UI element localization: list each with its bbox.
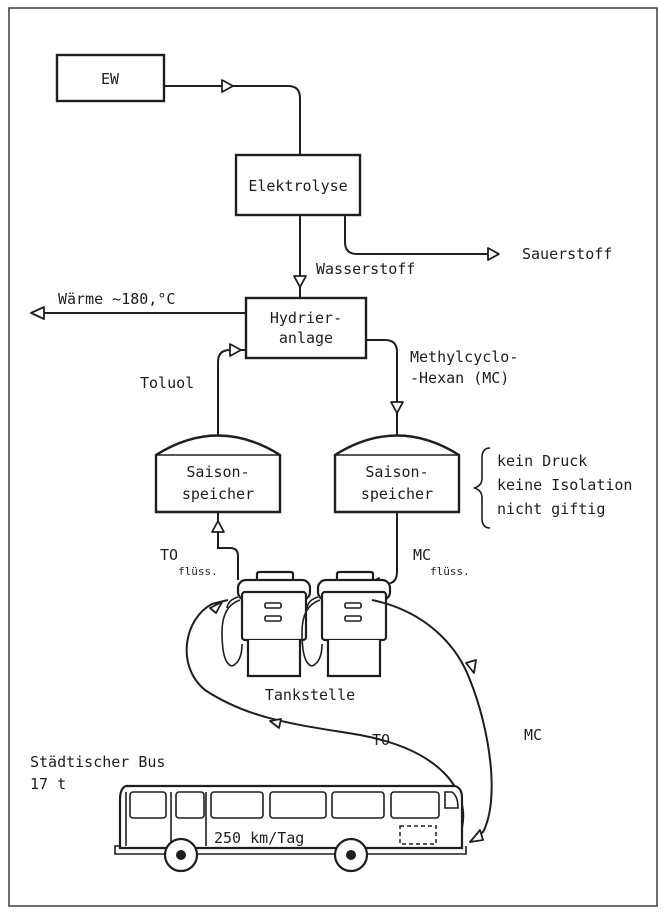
bus-distance-label: 250 km/Tag bbox=[214, 829, 304, 847]
bus-window-3 bbox=[210, 791, 264, 819]
to-return-arrowhead-2 bbox=[209, 601, 223, 614]
bus-window-4 bbox=[269, 791, 327, 819]
pump-mc-hose bbox=[301, 599, 323, 667]
pump-mc-window-1 bbox=[344, 602, 362, 609]
pump-mc-window-2 bbox=[344, 615, 362, 622]
note-line1: kein Druck bbox=[497, 452, 587, 470]
to-return-label: TO bbox=[372, 731, 390, 749]
fuel-pump-mc-icon bbox=[301, 570, 392, 678]
ew-node: EW bbox=[55, 53, 166, 103]
note-line3: nicht giftig bbox=[497, 500, 605, 518]
sauerstoff-line bbox=[344, 215, 488, 255]
speicher-right-label-line2: speicher bbox=[361, 485, 433, 503]
bus-label-line2: 17 t bbox=[30, 775, 66, 793]
to-return-arrowhead-1 bbox=[269, 718, 282, 729]
mc-return-line bbox=[371, 599, 493, 843]
to-return-line bbox=[185, 599, 465, 829]
saisonspeicher-left-node: Saison- speicher bbox=[154, 434, 282, 514]
elektrolyse-label: Elektrolyse bbox=[248, 177, 347, 195]
notes-brace bbox=[473, 447, 491, 529]
bus-label-line1: Städtischer Bus bbox=[30, 753, 165, 771]
figure-frame bbox=[8, 7, 658, 907]
bus-icon: 250 km/Tag bbox=[114, 784, 467, 873]
to-fluess-line bbox=[217, 512, 239, 580]
bus-window-2 bbox=[175, 791, 205, 819]
tankstelle-node: Tankstelle bbox=[221, 570, 392, 704]
to-fluess-sub: flüss. bbox=[178, 565, 218, 578]
waerme-label: Wärme ~180,°C bbox=[58, 290, 175, 308]
pump-mc-base bbox=[326, 640, 382, 678]
ew-box bbox=[55, 53, 166, 103]
pump-to-window-2 bbox=[264, 615, 282, 622]
saisonspeicher-right-node: Saison- speicher bbox=[333, 434, 461, 514]
mch-label-line2: -Hexan (MC) bbox=[410, 369, 509, 387]
mch-label-line1: Methylcyclo- bbox=[410, 348, 518, 366]
hydrieranlage-node: Hydrier- anlage bbox=[244, 296, 368, 360]
bus-window-5 bbox=[331, 791, 385, 819]
sauerstoff-label: Sauerstoff bbox=[522, 245, 612, 263]
ew-to-elektrolyse-line bbox=[164, 85, 301, 155]
mc-fluess-main: MC bbox=[413, 546, 431, 564]
ew-label: EW bbox=[101, 70, 120, 88]
bus-window-1 bbox=[129, 791, 167, 819]
waerme-arrowhead bbox=[30, 306, 45, 320]
elektrolyse-node: Elektrolyse bbox=[234, 153, 362, 217]
to-fluess-main: TO bbox=[160, 546, 178, 564]
pump-to-window-1 bbox=[264, 602, 282, 609]
sauerstoff-arrowhead bbox=[487, 247, 500, 261]
bus-bumper bbox=[114, 845, 467, 855]
hydrier-label-line1: Hydrier- bbox=[270, 309, 342, 327]
pump-mc-nozzle bbox=[306, 596, 319, 609]
toluol-line bbox=[217, 349, 246, 438]
pump-to-base bbox=[246, 640, 302, 678]
wasserstoff-arrowhead bbox=[293, 275, 307, 288]
mc-return-label: MC bbox=[524, 726, 542, 744]
toluol-label: Toluol bbox=[140, 374, 194, 392]
mch-arrowhead bbox=[390, 401, 404, 414]
pump-to-hose bbox=[221, 599, 243, 667]
mc-return-arrowhead-1 bbox=[465, 659, 477, 674]
note-line2: keine Isolation bbox=[497, 476, 632, 494]
fuel-pump-to-icon bbox=[221, 570, 312, 678]
pump-to-nozzle bbox=[226, 596, 239, 609]
tankstelle-label: Tankstelle bbox=[265, 686, 355, 704]
toluol-arrowhead bbox=[229, 343, 242, 357]
bus-node: Städtischer Bus 17 t 250 km/Tag bbox=[30, 753, 467, 873]
bus-hub-front bbox=[346, 850, 356, 860]
elektrolyse-box bbox=[234, 153, 362, 217]
bus-hub-rear bbox=[176, 850, 186, 860]
mch-line bbox=[366, 339, 398, 438]
hydrier-label-line2: anlage bbox=[279, 329, 333, 347]
ew-arrowhead bbox=[221, 79, 234, 93]
bus-fuel-tank bbox=[399, 825, 437, 845]
bus-front-window bbox=[444, 791, 459, 809]
speicher-right-label-line1: Saison- bbox=[365, 463, 428, 481]
wasserstoff-label: Wasserstoff bbox=[316, 260, 415, 278]
to-fluess-arrowhead bbox=[211, 520, 225, 533]
speicher-left-label-line1: Saison- bbox=[186, 463, 249, 481]
bus-window-6 bbox=[390, 791, 440, 819]
speicher-left-label-line2: speicher bbox=[182, 485, 254, 503]
hydrieranlage-box bbox=[244, 296, 368, 360]
mc-fluess-sub: flüss. bbox=[430, 565, 470, 578]
mc-return-arrowhead-2 bbox=[469, 829, 484, 843]
